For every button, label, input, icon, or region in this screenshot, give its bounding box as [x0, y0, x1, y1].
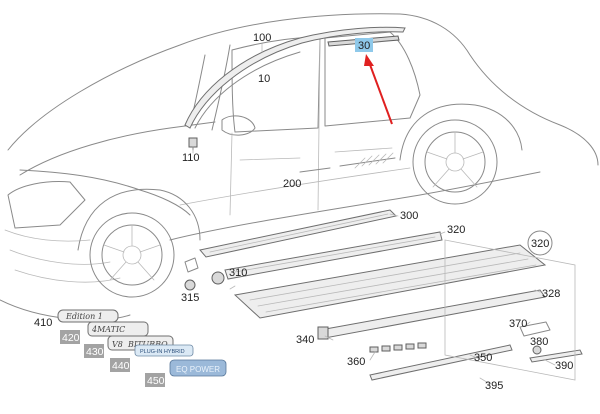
callout-labels: 100 10 30 110 200 300 320 320 310 315 32… — [34, 32, 573, 392]
pointer-arrow — [364, 54, 393, 125]
badge-emblems: Edition 1 4MATIC V8 BITURBO PLUG-IN HYBR… — [57, 309, 227, 377]
label-420: 420 — [62, 332, 80, 344]
label-315: 315 — [181, 292, 199, 304]
emblem-430-v8: V8 — [112, 340, 123, 349]
emblem-420-text: 4MATIC — [91, 325, 125, 334]
label-410: 410 — [34, 317, 52, 329]
label-450: 450 — [147, 375, 165, 387]
label-430-bg — [84, 344, 104, 358]
clip-part — [188, 137, 198, 151]
label-420-bg — [60, 330, 80, 344]
label-30-highlight — [355, 38, 373, 52]
fastener-row — [369, 342, 427, 353]
label-390: 390 — [555, 360, 573, 372]
label-328: 328 — [542, 288, 560, 300]
label-320-circle — [527, 230, 553, 256]
label-430: 430 — [86, 346, 104, 358]
bracket-340 — [317, 326, 329, 340]
label-320-detail: 320 — [531, 238, 549, 250]
label-370: 370 — [509, 318, 527, 330]
label-110: 110 — [182, 152, 200, 164]
clip-380 — [532, 345, 542, 355]
label-340: 340 — [296, 334, 314, 346]
label-350: 350 — [474, 352, 492, 364]
emblem-450-text: EQ POWER — [176, 365, 220, 374]
label-320-skirt: 320 — [447, 224, 465, 236]
clip-310 — [211, 271, 225, 285]
emblem-410-text: Edition 1 — [65, 312, 103, 321]
label-360: 360 — [347, 356, 365, 368]
side-skirt-parts — [184, 209, 583, 381]
leader-lines — [192, 43, 556, 385]
label-440: 440 — [112, 360, 130, 372]
label-310: 310 — [229, 267, 247, 279]
label-380: 380 — [530, 336, 548, 348]
clip-315 — [184, 279, 196, 291]
label-440-bg — [110, 358, 130, 372]
label-30: 30 — [358, 40, 370, 52]
label-395: 395 — [485, 380, 503, 392]
label-100: 100 — [253, 32, 271, 44]
emblem-430-text: BITURBO — [127, 340, 168, 349]
vehicle-outline — [0, 13, 599, 321]
label-450-bg — [145, 373, 165, 387]
emblem-440-text: PLUG-IN HYBRID — [140, 349, 185, 355]
label-10: 10 — [258, 73, 270, 85]
label-200: 200 — [283, 178, 301, 190]
label-300: 300 — [400, 210, 418, 222]
